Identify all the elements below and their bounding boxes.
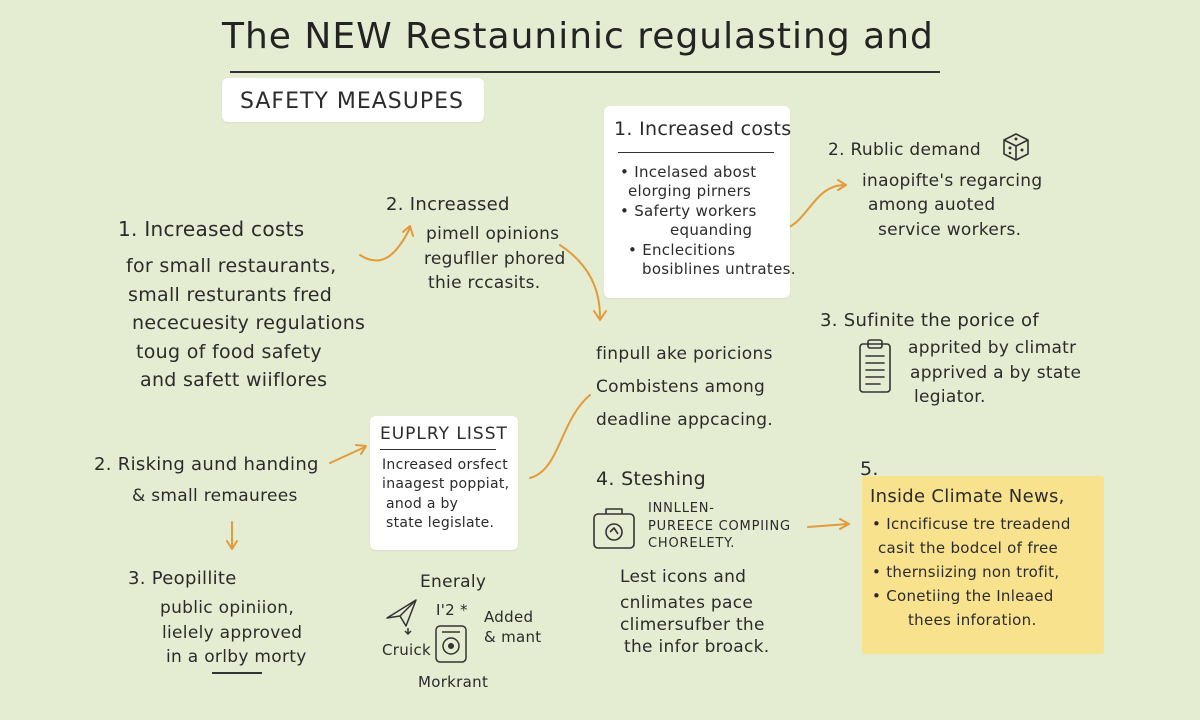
right-mid-line: apprited by climatr	[908, 338, 1077, 359]
bottom-mid-added-line: Added	[484, 608, 534, 626]
right-mid-line: legiator.	[914, 387, 986, 408]
arrow-step-to-highlight	[807, 523, 849, 528]
bottom-left-heading: 3. Peopillite	[128, 568, 237, 589]
highlight-line: • thernsiizing non trofit,	[872, 563, 1060, 582]
bottom-left-line: lielely approved	[162, 622, 303, 643]
bottom-center-line: climersufber the	[620, 615, 765, 636]
card-top-line: bosiblines untrates.	[642, 260, 796, 279]
badge-icon	[435, 625, 467, 663]
card-list-line: Increased orsfect	[382, 456, 509, 473]
arrow-left-to-mid	[359, 227, 411, 262]
card-top-heading: 1. Increased costs	[614, 118, 792, 140]
center-block: finpull ake poricions Combistens among d…	[596, 338, 773, 437]
stepping-block: 4. Steshing	[596, 466, 706, 494]
dice-icon	[1003, 133, 1029, 161]
right-top-line: among auoted	[868, 195, 996, 216]
left-heading: 1. Increased costs	[118, 217, 305, 241]
bottom-mid-bottom: Morkrant	[418, 673, 489, 691]
card-list-line: state legislate.	[386, 515, 495, 532]
right-top-line: inaopifte's regarcing	[862, 170, 1043, 191]
left-line: and safett wiiflores	[140, 369, 328, 391]
right-top-block: 2. Rublic demand inaopifte's regarcing a…	[828, 138, 1042, 243]
card-list: EUPLRY LISST Increased orsfect inaagest …	[370, 416, 518, 550]
bottom-left-line: in a orlby morty	[166, 647, 307, 668]
right-mid-line: apprived a by state	[910, 362, 1082, 383]
bottom-center-line: Lest icons and	[620, 567, 747, 587]
card-list-heading: EUPLRY LISST	[380, 424, 508, 444]
bottom-left-underline	[212, 672, 262, 674]
left-mid-heading: 2. Risking aund handing	[94, 454, 319, 475]
arrow-mid-down	[559, 244, 601, 319]
bottom-mid-top: Eneraly	[420, 572, 487, 592]
card-top-divider	[618, 151, 774, 153]
bottom-center-line: the infor broack.	[624, 637, 770, 658]
toolbox-icon	[593, 508, 635, 549]
highlight-number: 5.	[860, 458, 879, 480]
arrow-list-to-center	[529, 394, 591, 479]
arrow-risk-to-list	[329, 446, 366, 464]
subtitle: SAFETY MEASUPES	[240, 89, 464, 114]
mid-left-line: pimell opinions	[426, 224, 560, 245]
highlight-heading: Inside Climate News,	[870, 486, 1065, 507]
bottom-center-line: cnlimates pace	[620, 593, 754, 614]
title-underline	[230, 71, 940, 73]
card-list-line: anod a by	[386, 495, 459, 512]
highlight-card: Inside Climate News, • Icncificuse tre t…	[862, 476, 1104, 654]
card-top-line: • Saferty workers	[620, 201, 757, 220]
left-mid-sub: & small remaurees	[132, 486, 298, 507]
bottom-mid-added: Added & mant	[484, 608, 541, 647]
stepping-line: INNLLEN-	[648, 501, 715, 516]
highlight-line: casit the bodcel of free	[878, 539, 1059, 558]
card-top-line: • Enclecitions	[628, 240, 736, 259]
mid-left-line: thie rccasits.	[428, 273, 541, 294]
right-top-line: service workers.	[878, 219, 1022, 240]
left-line: for small restaurants,	[126, 255, 337, 277]
left-line: small resturants fred	[128, 283, 333, 306]
highlight-line: thees inforation.	[908, 611, 1037, 630]
stepping-lines: INNLLEN- PUREECE COMPIING CHORELETY.	[648, 500, 791, 553]
highlight-line: • Icncificuse tre treadend	[872, 515, 1071, 534]
center-line: deadline appcacing.	[596, 410, 774, 431]
mid-left-block: 2. Increassed pimell opinions regufller …	[386, 192, 566, 296]
left-block: 1. Increased costs for small restaurants…	[118, 214, 365, 395]
stepping-line: CHORELETY.	[648, 536, 736, 552]
right-mid-heading: 3. Sufinite the porice of	[820, 310, 1039, 331]
bottom-center-block: Lest icons and cnlimates pace climersufb…	[620, 566, 770, 658]
mid-left-line: regufller phored	[424, 248, 566, 269]
left-line: nececuesity regulations	[132, 312, 366, 334]
page-title: The NEW Restauninic regulasting and	[222, 16, 934, 57]
stepping-heading: 4. Steshing	[596, 468, 706, 490]
card-top-line: elorging pirners	[628, 182, 752, 201]
right-mid-block: 3. Sufinite the porice of apprited by cl…	[820, 308, 1081, 410]
bottom-mid-mid: I'2 *	[436, 601, 468, 619]
paper-plane-icon	[386, 599, 417, 635]
left-line: toug of food safety	[136, 340, 322, 363]
bottom-mid-added-line: & mant	[484, 627, 542, 646]
right-top-heading: 2. Rublic demand	[828, 140, 982, 160]
highlight-line: • Conetiing the Inleaed	[872, 587, 1054, 606]
card-top-line: equanding	[670, 221, 753, 240]
card-list-divider	[380, 448, 496, 450]
card-increased-costs: 1. Increased costs • Incelased abost elo…	[604, 106, 796, 298]
stepping-line: PUREECE COMPIING	[648, 518, 791, 534]
card-list-line: inaagest poppiat,	[382, 476, 510, 493]
card-top-line: • Incelased abost	[620, 162, 757, 181]
subtitle-card: SAFETY MEASUPES	[222, 78, 484, 122]
bottom-mid-left: Cruick	[382, 641, 432, 659]
bottom-left-block: 3. Peopillite public opiniion, lielely a…	[128, 566, 307, 670]
mid-left-heading: 2. Increassed	[386, 194, 510, 215]
center-line: finpull ake poricions	[596, 344, 773, 364]
left-mid-block: 2. Risking aund handing & small remauree…	[94, 452, 319, 509]
clipboard-icon	[859, 339, 891, 393]
bottom-left-line: public opiniion,	[160, 598, 295, 619]
center-line: Combistens among	[596, 377, 766, 398]
